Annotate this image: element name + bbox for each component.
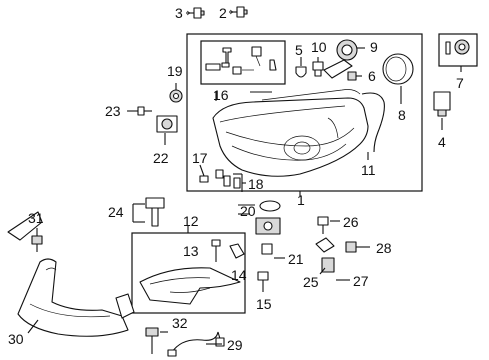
callout-17: 17	[192, 150, 208, 166]
bolt-part-31	[31, 228, 43, 252]
bolt-part-28	[345, 241, 370, 253]
callout-12: 12	[183, 213, 199, 229]
callout-27: 27	[353, 273, 369, 289]
callout-15: 15	[256, 296, 272, 312]
callout-8: 8	[398, 107, 406, 123]
screw-part-23	[127, 106, 152, 116]
callout-30: 30	[8, 331, 24, 347]
ballast-part-6	[323, 59, 362, 81]
callout-2: 2	[219, 5, 227, 21]
callout-13: 13	[183, 243, 199, 259]
callout-6: 6	[368, 68, 376, 84]
callout-32: 32	[172, 315, 188, 331]
callout-23: 23	[105, 103, 121, 119]
callout-28: 28	[376, 240, 392, 256]
callout-arrows	[186, 9, 234, 16]
igniter-part-10	[312, 57, 324, 77]
hose-part-29	[167, 331, 225, 357]
callout-16: 16	[213, 87, 229, 103]
callout-25: 25	[303, 274, 319, 290]
callout-22: 22	[153, 150, 169, 166]
callout-7: 7	[456, 75, 464, 91]
callout-20: 20	[240, 203, 256, 219]
bulb-part-5	[295, 57, 307, 78]
callout-3: 3	[175, 5, 183, 21]
headlamp-housing	[212, 89, 369, 177]
fasteners-part-17-18	[199, 164, 246, 192]
callout-31: 31	[28, 210, 44, 226]
callout-21: 21	[288, 251, 304, 267]
bracket-part-4	[433, 91, 451, 130]
connector-part-24	[132, 197, 165, 227]
screw-part-3	[186, 7, 205, 19]
actuator-part-21	[255, 217, 285, 259]
headlamp-assembly-box	[186, 33, 423, 192]
leader-lines	[187, 91, 369, 233]
seal-part-20	[238, 200, 281, 215]
cap-part-7	[445, 39, 470, 72]
socket-part-9	[336, 39, 365, 61]
bracket-part-22	[156, 115, 178, 145]
clip-part-25	[315, 237, 335, 275]
callout-5: 5	[295, 42, 303, 58]
cover-part-8	[382, 53, 414, 104]
callout-9: 9	[370, 39, 378, 55]
callout-11: 11	[361, 162, 376, 178]
callout-24: 24	[108, 204, 124, 220]
screw-part-26	[317, 216, 340, 234]
clip-part-19	[169, 83, 183, 103]
callout-19: 19	[167, 63, 183, 79]
bulb-kit-contents	[205, 46, 277, 75]
bulb-kit-box	[200, 40, 286, 85]
callout-labels: 1 2 3 4 5 6 7 8 9 10 11 12 13 14 15 16 1…	[8, 5, 464, 353]
callout-1: 1	[297, 192, 305, 208]
screw-part-2	[229, 6, 248, 18]
wire-harness-part-11	[361, 92, 385, 153]
callout-10: 10	[311, 39, 327, 55]
mounting-frame-part-30	[7, 211, 135, 337]
callout-14: 14	[231, 267, 247, 283]
bracket-assembly-parts	[139, 239, 269, 305]
cap-box	[438, 33, 478, 67]
callout-4: 4	[438, 134, 446, 150]
bolt-part-32	[145, 327, 168, 354]
callout-29: 29	[227, 337, 243, 353]
callout-26: 26	[343, 214, 359, 230]
callout-18: 18	[248, 176, 264, 192]
